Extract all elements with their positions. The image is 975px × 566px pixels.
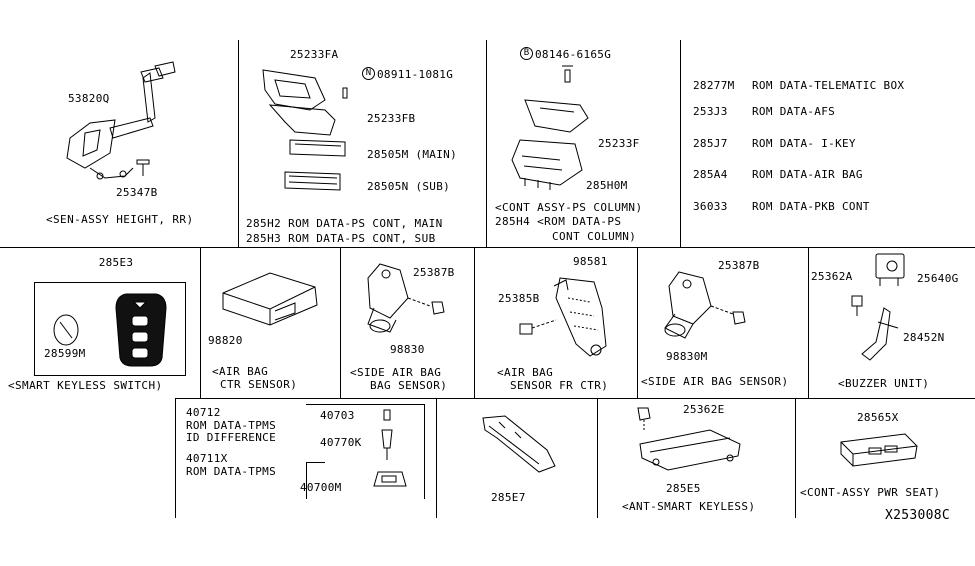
diagram-code: X253008C <box>885 508 951 523</box>
part-label: 25233FA <box>290 48 339 61</box>
section-caption: <SIDE AIR BAG <box>350 366 442 379</box>
section-caption: 285H4 <ROM DATA-PS <box>495 215 622 228</box>
tpms-bracket-left <box>306 462 325 499</box>
divider-col-a <box>238 40 239 247</box>
part-label: 25362A <box>811 270 853 283</box>
rom-code: 36033 <box>693 200 728 213</box>
ps-column-drawing <box>511 65 589 190</box>
airbag-ctr-drawing <box>222 272 318 326</box>
part-label: 98820 <box>208 334 243 347</box>
section-caption: <SIDE AIR BAG SENSOR) <box>641 375 789 388</box>
part-label: 25362E <box>683 403 725 416</box>
part-label: 08146-6165G <box>535 48 612 61</box>
divider-col-f <box>474 247 475 398</box>
part-label: 25385B <box>498 292 540 305</box>
rom-code: 28277M <box>693 79 735 92</box>
keyless-box <box>34 282 186 376</box>
part-label: 25233FB <box>367 112 416 125</box>
part-label: 98581 <box>573 255 608 268</box>
divider-col-l <box>795 398 796 518</box>
rom-code: 253J3 <box>693 105 728 118</box>
part-label: 285E3 <box>98 256 134 269</box>
rom-code: 285J7 <box>693 137 728 150</box>
section-caption: <CONT ASSY-PS COLUMN) <box>495 201 643 214</box>
part-label: 25387B <box>413 266 455 279</box>
tpms-valve-drawing <box>373 409 407 487</box>
divider-col-g <box>637 247 638 398</box>
rom-desc: ROM DATA-TELEMATIC BOX <box>752 79 905 92</box>
section-caption: BAG SENSOR) <box>370 379 448 392</box>
part-label: 53820Q <box>68 92 110 105</box>
height-sensor-drawing <box>66 61 176 180</box>
rom-line: 285H3 ROM DATA-PS CONT, SUB <box>246 232 436 245</box>
part-label: 08911-1081G <box>377 68 454 81</box>
tpms-bracket <box>306 404 425 499</box>
part-label: 28565X <box>857 411 899 424</box>
section-caption: SENSOR FR CTR) <box>510 379 609 392</box>
bolt-marker-b: B <box>520 47 533 60</box>
antenna-drawing <box>637 407 741 471</box>
part-label: 40700M <box>300 481 342 494</box>
part-label: 28505N (SUB) <box>367 180 451 193</box>
rom-code: 40712 <box>186 406 221 419</box>
divider-col-i <box>175 398 176 518</box>
rom-desc: ROM DATA-AFS <box>752 105 836 118</box>
section-caption: <BUZZER UNIT) <box>838 377 930 390</box>
rom-line: 285H2 ROM DATA-PS CONT, MAIN <box>246 217 443 230</box>
rom-desc: ROM DATA- I-KEY <box>752 137 856 150</box>
rom-code: 285A4 <box>693 168 728 181</box>
section-caption: <ANT-SMART KEYLESS) <box>622 500 756 513</box>
buzzer-drawing <box>851 253 905 361</box>
key-fob-drawing <box>53 293 167 367</box>
section-caption: CONT COLUMN) <box>552 230 637 243</box>
part-label: 25233F <box>598 137 640 150</box>
side-airbag-bag-drawing <box>367 263 445 333</box>
divider-col-c <box>680 40 681 247</box>
section-caption: CTR SENSOR) <box>220 378 298 391</box>
part-label: 40770K <box>320 436 362 449</box>
divider-col-j <box>436 398 437 518</box>
part-label: 285E5 <box>666 482 701 495</box>
rom-line: ID DIFFERENCE <box>186 431 276 444</box>
part-label: 25387B <box>718 259 760 272</box>
section-caption: <AIR BAG <box>212 365 269 378</box>
section-caption: <SMART KEYLESS SWITCH) <box>8 379 163 392</box>
part-label: 25347B <box>116 186 158 199</box>
part-label: 285E7 <box>491 491 526 504</box>
part-label: 98830M <box>666 350 708 363</box>
divider-col-h <box>808 247 809 398</box>
part-label: 28599M <box>44 347 86 360</box>
section-caption: <AIR BAG <box>497 366 554 379</box>
rom-line: ROM DATA-TPMS <box>186 419 276 432</box>
rom-desc: ROM DATA-AIR BAG <box>752 168 863 181</box>
part-label: 285H0M <box>586 179 628 192</box>
rom-code: 40711X <box>186 452 228 465</box>
divider-col-e <box>340 247 341 398</box>
section-caption: <CONT-ASSY PWR SEAT) <box>800 486 941 499</box>
part-label: 28452N <box>903 331 945 344</box>
divider-col-d <box>200 247 201 398</box>
bracket-drawing <box>482 415 556 473</box>
part-label: 98830 <box>390 343 425 356</box>
divider-row2 <box>175 398 975 399</box>
bolt-marker-n: N <box>362 67 375 80</box>
divider-col-b <box>486 40 487 247</box>
part-label: 40703 <box>320 409 355 422</box>
rom-desc: ROM DATA-PKB CONT <box>752 200 870 213</box>
divider-row1 <box>0 247 975 248</box>
side-airbag-drawing <box>664 271 746 339</box>
section-caption: <SEN-ASSY HEIGHT, RR) <box>46 213 194 226</box>
airbag-fr-ctr-drawing <box>519 277 607 357</box>
pwr-seat-drawing <box>840 433 918 467</box>
part-label: 25640G <box>917 272 959 285</box>
divider-col-k <box>597 398 598 518</box>
ps-cont-drawing <box>262 69 348 191</box>
part-label: 28505M (MAIN) <box>367 148 457 161</box>
rom-line: ROM DATA-TPMS <box>186 465 276 478</box>
